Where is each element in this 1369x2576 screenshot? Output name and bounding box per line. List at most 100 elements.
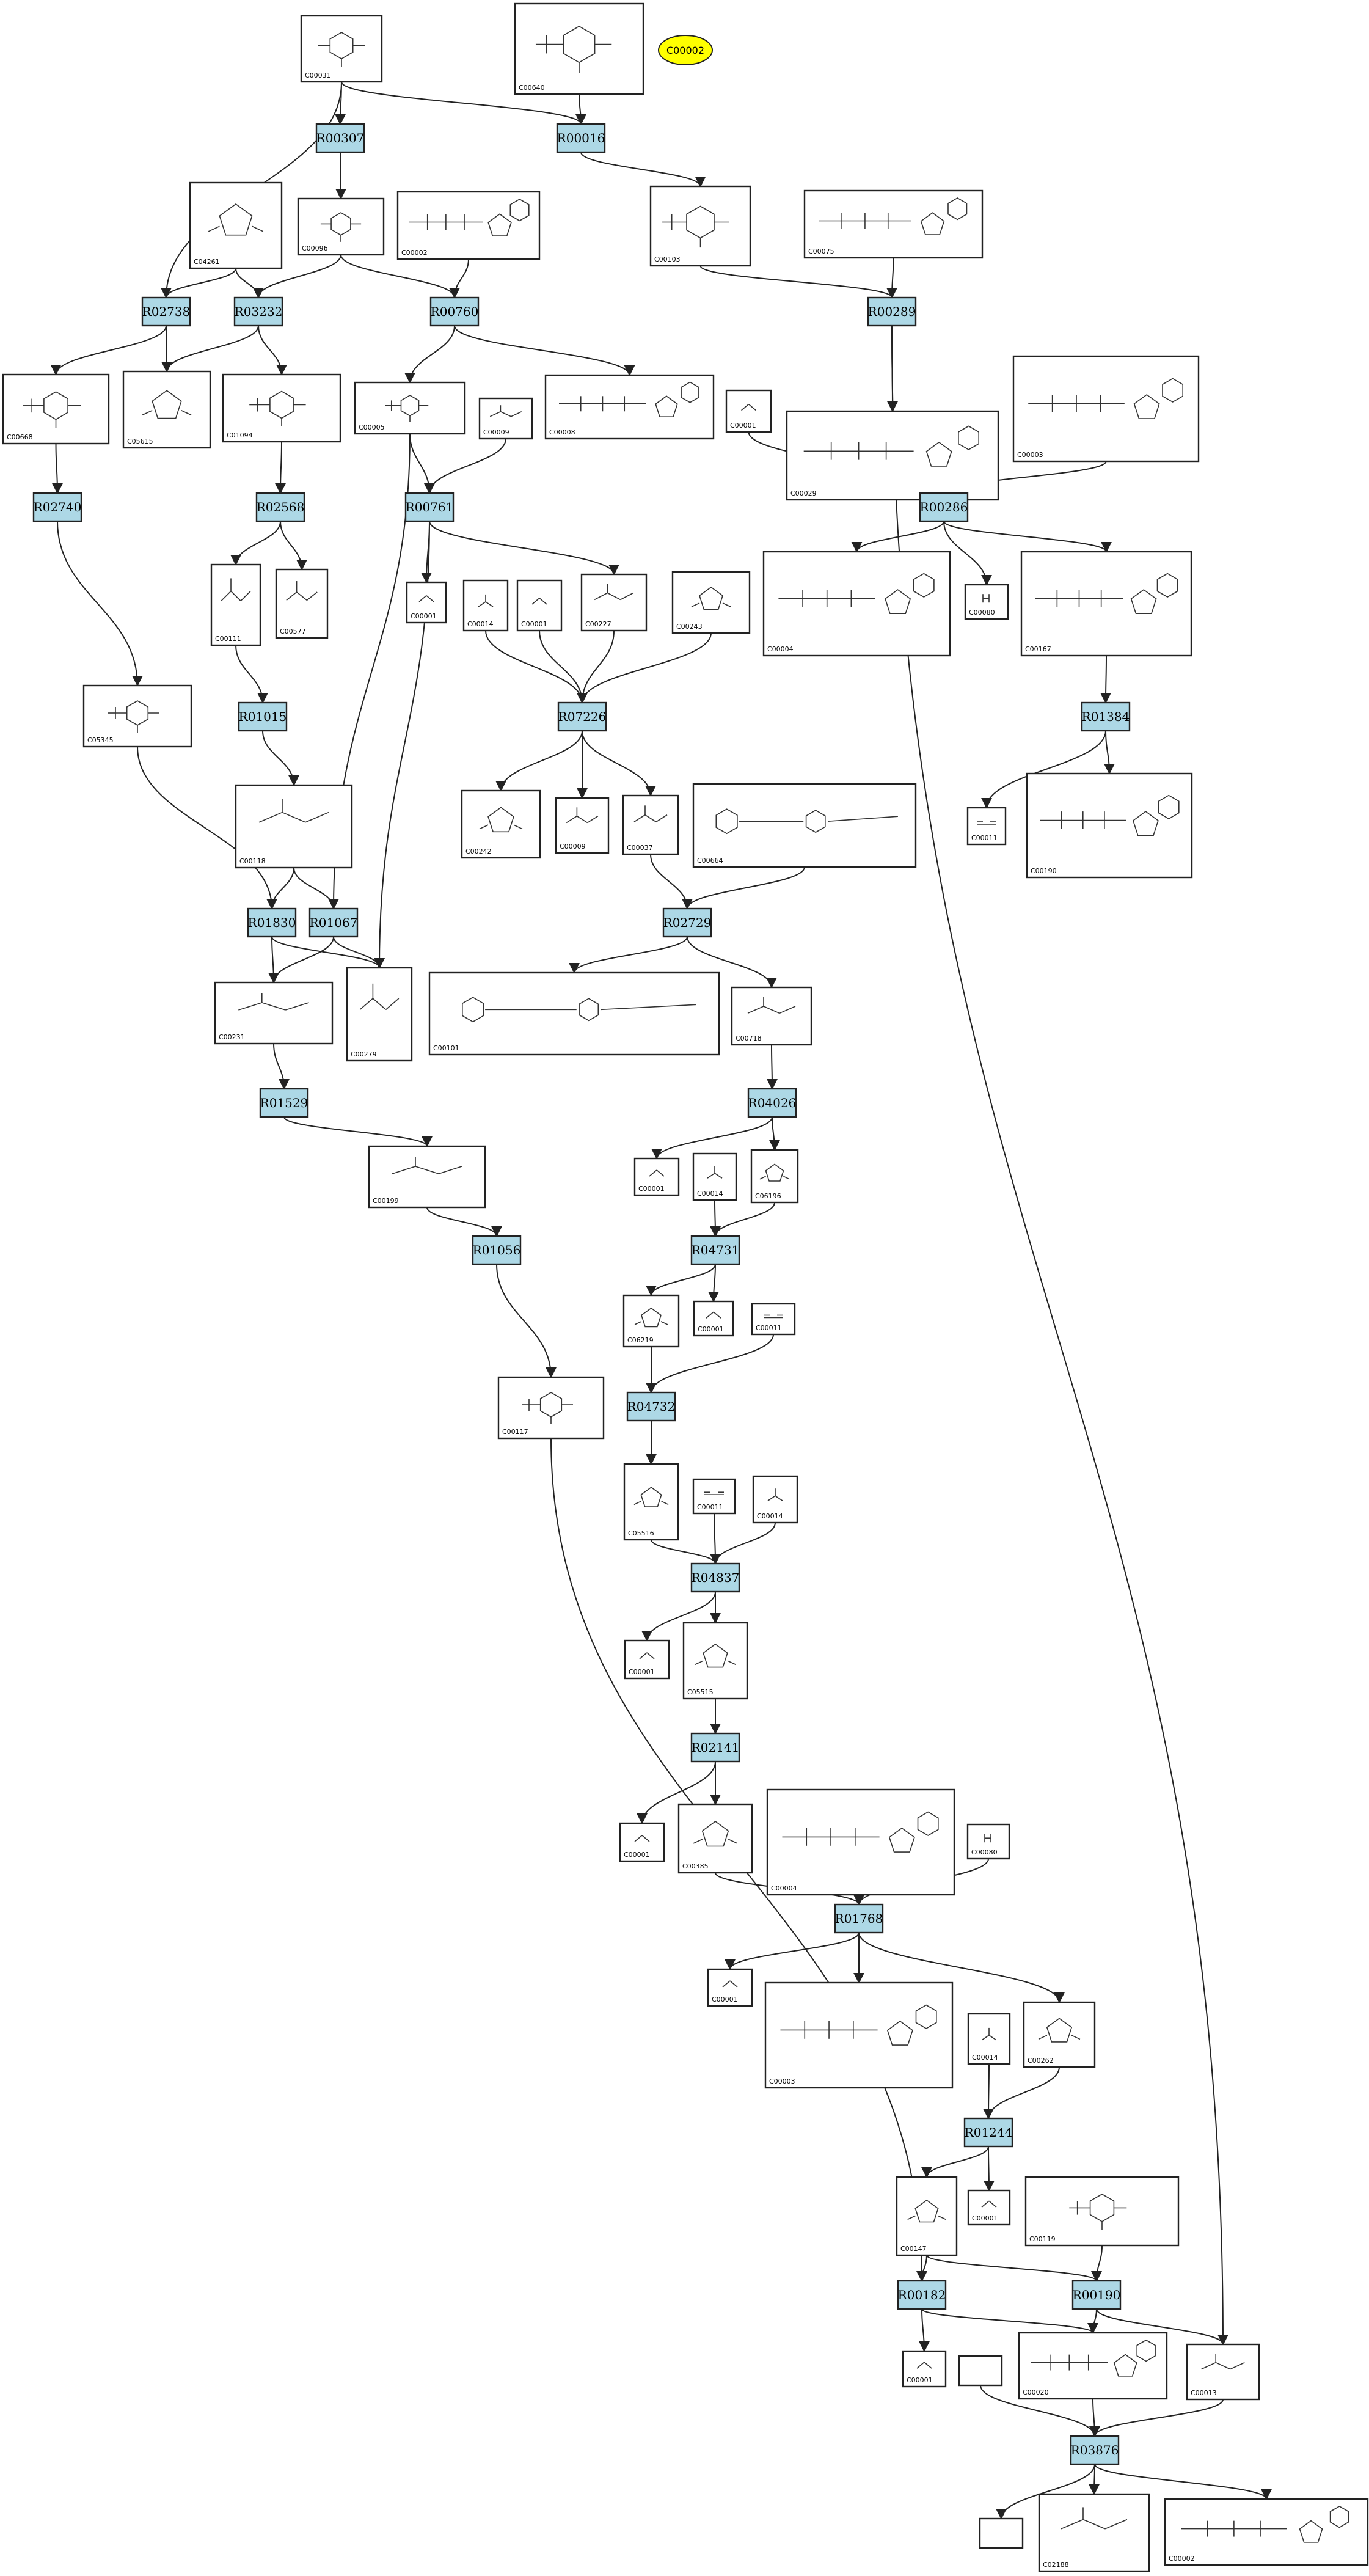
compound-node[interactable]: C00003 [1012,355,1200,463]
reaction-box[interactable] [472,1235,522,1265]
reaction-node[interactable]: R00016 [556,123,606,153]
compound-node[interactable]: C00101 [428,971,720,1056]
compound-box[interactable] [649,185,751,267]
reaction-box[interactable] [690,1235,740,1265]
compound-node[interactable]: C00005 [354,381,466,435]
compound-box[interactable] [580,573,648,632]
highlight-ellipse[interactable] [658,35,713,65]
compound-node[interactable]: C00014 [967,2013,1011,2065]
compound-box[interactable] [478,397,533,440]
compound-node[interactable]: C00001 [725,389,772,433]
compound-box[interactable] [896,2176,958,2256]
compound-node[interactable]: C00001 [624,1639,670,1680]
compound-box[interactable] [803,189,984,259]
compound-node[interactable]: C05516 [623,1463,679,1541]
compound-box[interactable] [764,1981,954,2089]
compound-node[interactable]: C05345 [82,684,192,748]
compound-box[interactable] [633,1157,680,1196]
compound-box[interactable] [1018,2332,1168,2400]
reaction-box[interactable] [141,296,191,327]
compound-node[interactable]: C00119 [1024,2176,1180,2247]
reaction-node[interactable]: R02729 [662,907,712,938]
reaction-node[interactable]: R04732 [626,1391,676,1422]
compound-node[interactable]: C00001 [902,2350,947,2388]
reaction-node[interactable]: R02568 [255,492,305,522]
compound-box[interactable] [555,797,610,854]
compound-node[interactable]: C00385 [677,1803,753,1874]
compound-node[interactable]: C00640 [514,2,644,95]
compound-node[interactable]: C01094 [222,373,341,443]
compound-box[interactable] [902,2350,947,2388]
reaction-box[interactable] [747,1088,797,1118]
reaction-node[interactable]: R03232 [233,296,283,327]
compound-box[interactable] [368,1145,486,1209]
compound-box[interactable] [462,579,509,632]
compound-node[interactable]: C05615 [122,370,211,449]
compound-node[interactable]: C00577 [275,568,329,639]
compound-box[interactable] [966,1823,1010,1860]
compound-node[interactable]: C00002 [396,191,541,260]
compound-node[interactable]: C00001 [967,2189,1011,2226]
compound-node[interactable]: C00001 [707,1968,753,2007]
compound-box[interactable] [692,1152,737,1201]
compound-box[interactable] [428,971,720,1056]
compound-box[interactable] [235,784,353,869]
compound-node[interactable]: C02188 [1038,2493,1150,2572]
compound-box[interactable] [958,2355,1003,2387]
reaction-box[interactable] [32,492,82,522]
compound-node[interactable]: C00075 [803,189,984,259]
compound-box[interactable] [622,1294,680,1348]
compound-box[interactable] [210,563,261,646]
compound-node[interactable]: C00118 [235,784,353,869]
compound-box[interactable] [1186,2343,1260,2401]
reaction-box[interactable] [963,2117,1013,2148]
compound-node[interactable]: C00279 [346,967,413,1062]
compound-node[interactable]: C00664 [692,783,917,868]
compound-box[interactable] [1164,2498,1369,2566]
compound-node[interactable]: C00011 [966,807,1007,846]
compound-box[interactable] [967,2013,1011,2065]
compound-box[interactable] [750,1149,799,1204]
compound-box[interactable] [762,551,951,657]
reaction-box[interactable] [238,701,288,732]
compound-box[interactable] [461,789,541,859]
reaction-box[interactable] [429,296,480,327]
compound-node[interactable]: C00008 [544,374,715,440]
compound-box[interactable] [189,181,283,269]
compound-box[interactable] [623,1463,679,1541]
compound-box[interactable] [516,579,563,632]
compound-node[interactable]: C00243 [671,571,751,634]
reaction-node[interactable]: R02141 [690,1732,740,1763]
compound-box[interactable] [1023,2001,1096,2068]
compound-box[interactable] [624,1639,670,1680]
reaction-box[interactable] [626,1391,676,1422]
compound-box[interactable] [1024,2176,1180,2247]
reaction-node[interactable]: R01244 [963,2117,1013,2148]
compound-box[interactable] [766,1788,955,1896]
reaction-box[interactable] [1081,701,1131,732]
compound-node[interactable]: C00718 [731,986,812,1046]
reaction-box[interactable] [404,492,455,522]
reaction-box[interactable] [556,123,606,153]
reaction-box[interactable] [315,123,365,153]
reaction-box[interactable] [255,492,305,522]
compound-box[interactable] [964,584,1009,620]
compound-box[interactable] [514,2,644,95]
compound-node[interactable]: C00003 [764,1981,954,2089]
reaction-box[interactable] [247,907,297,938]
compound-node[interactable]: C00011 [751,1303,796,1336]
compound-box[interactable] [677,1803,753,1874]
reaction-node[interactable]: R00190 [1071,2280,1122,2310]
reaction-node[interactable]: R01015 [238,701,288,732]
compound-box[interactable] [275,568,329,639]
reaction-node[interactable]: R03876 [1070,2435,1120,2465]
compound-node[interactable]: C00001 [619,1822,665,1862]
reaction-box[interactable] [690,1562,740,1593]
compound-node[interactable]: C00031 [300,15,383,83]
compound-node[interactable]: C00080 [964,584,1009,620]
compound-box[interactable] [692,783,917,868]
compound-box[interactable] [122,370,211,449]
reaction-node[interactable]: R04731 [690,1235,740,1265]
reaction-node[interactable]: R00761 [404,492,455,522]
reaction-node[interactable]: R04837 [690,1562,740,1593]
